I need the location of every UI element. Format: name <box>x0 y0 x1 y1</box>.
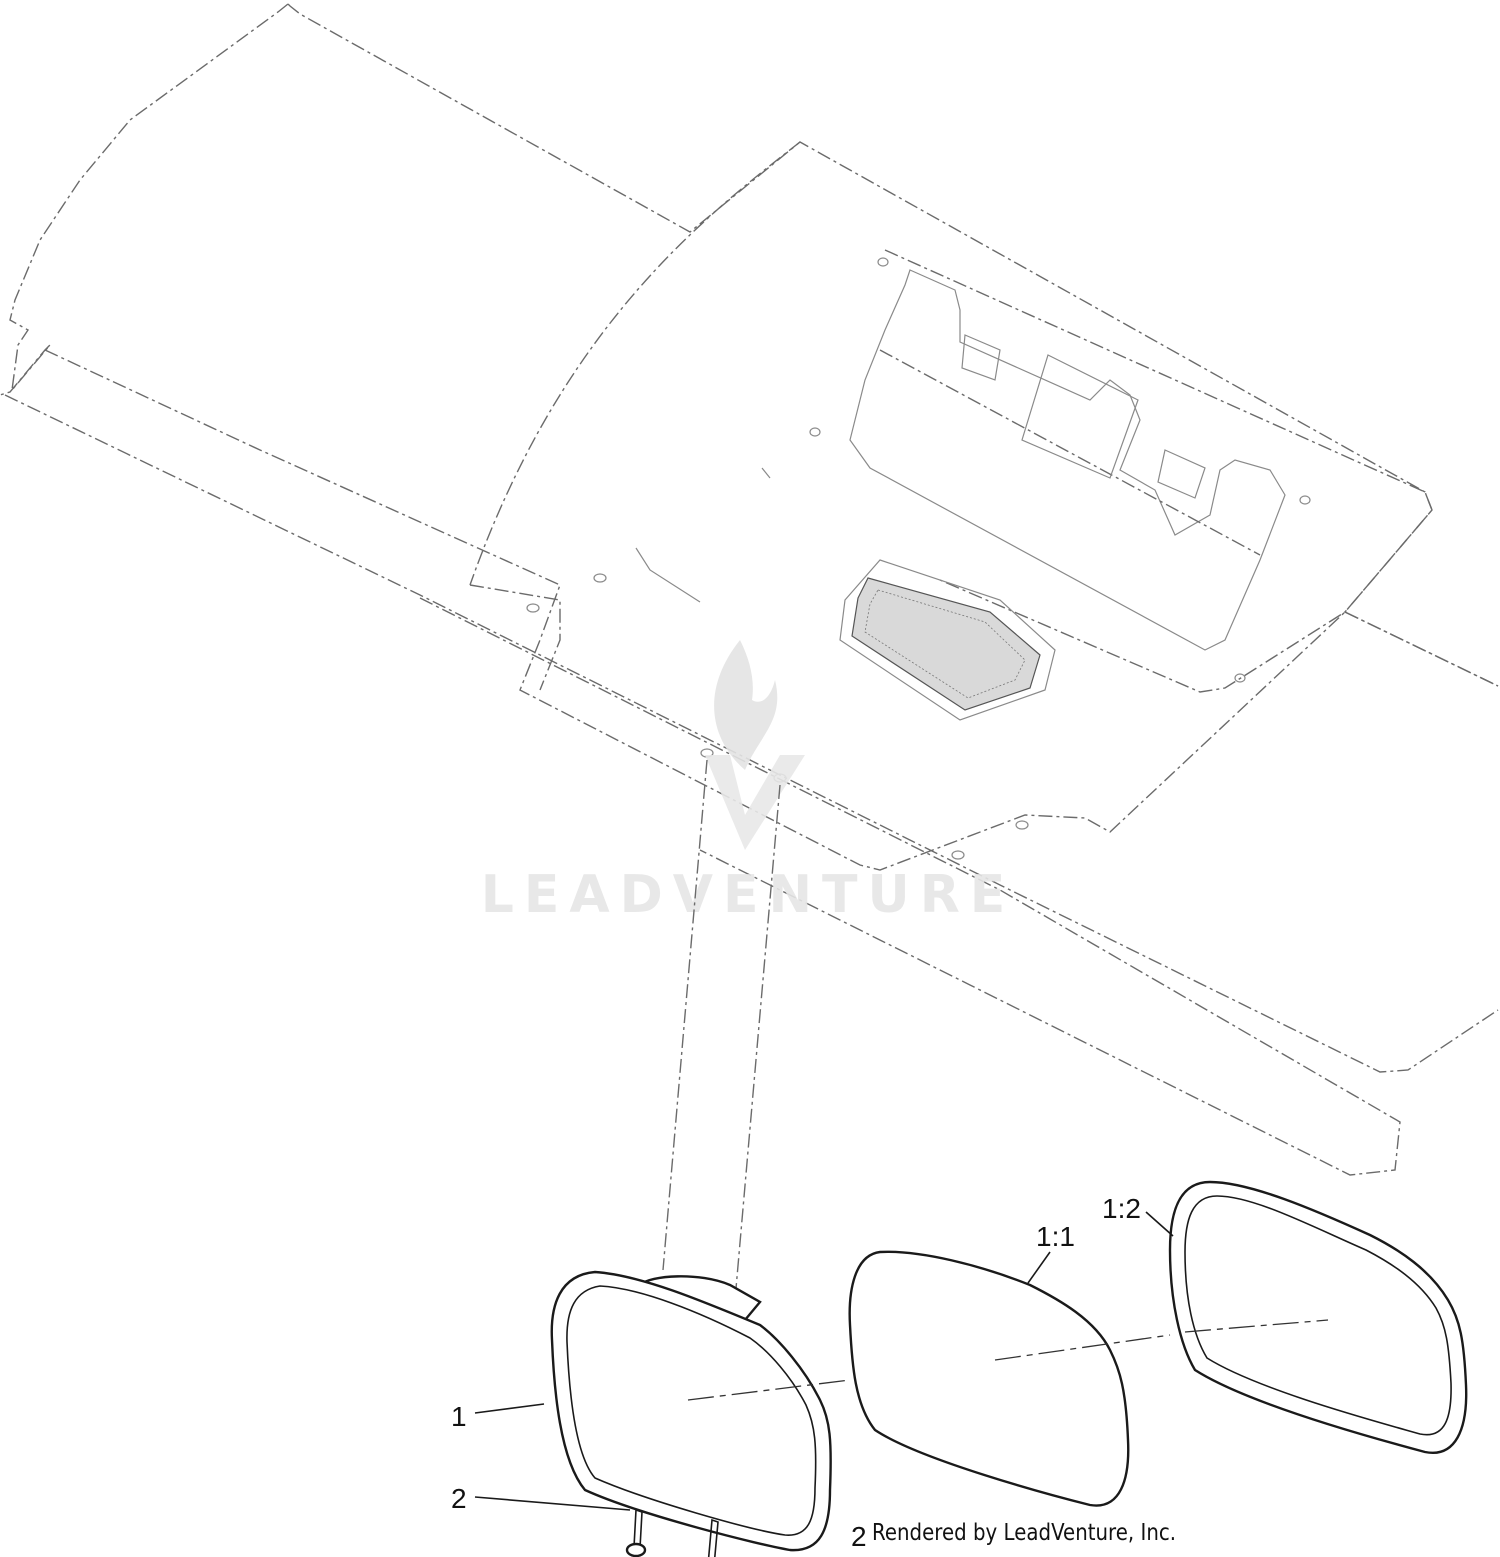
roof-panel-ghost <box>0 3 1499 1176</box>
dome-light-ghost <box>839 559 1056 721</box>
leadventure-watermark: LEADVENTURE <box>481 640 1016 925</box>
leader-lines <box>474 1211 1174 1511</box>
screw-part-2b[interactable] <box>700 1518 719 1557</box>
assembly-axis-line <box>687 1319 1329 1401</box>
callout-2b: 2 <box>851 1521 867 1552</box>
mirror-glass-part-1-1[interactable] <box>848 1250 1130 1507</box>
callout-1-2: 1:2 <box>1102 1193 1141 1224</box>
mounting-guides <box>662 759 781 1301</box>
flame-icon <box>714 640 778 770</box>
watermark-text: LEADVENTURE <box>481 865 1016 925</box>
v-logo-icon <box>705 755 805 850</box>
callout-1: 1 <box>451 1401 467 1432</box>
mirror-assembly-part-1[interactable] <box>550 1270 832 1557</box>
callout-2a: 2 <box>451 1483 467 1514</box>
screw-part-2a[interactable] <box>625 1508 647 1557</box>
callout-1-1: 1:1 <box>1036 1221 1075 1252</box>
mirror-frame-part-1-2[interactable] <box>1168 1180 1468 1454</box>
render-credit: Rendered by LeadVenture, Inc. <box>872 1520 1177 1546</box>
